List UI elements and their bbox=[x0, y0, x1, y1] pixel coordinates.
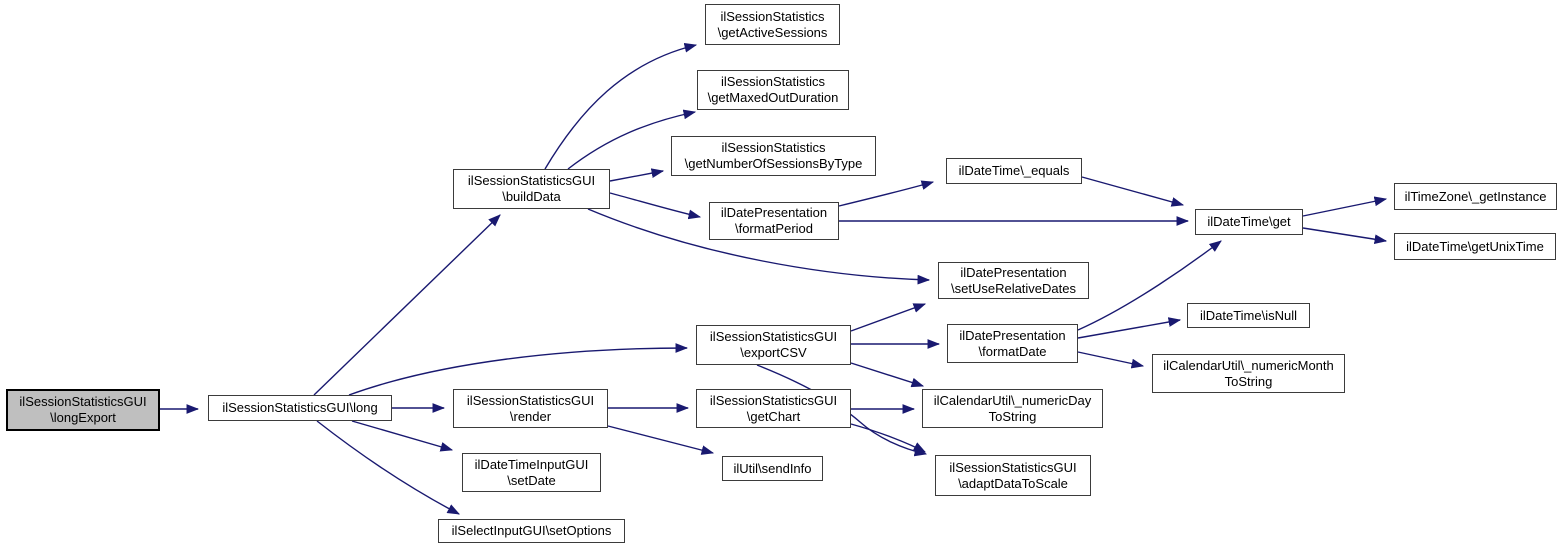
node-format-period[interactable]: ilDatePresentation \formatPeriod bbox=[709, 202, 839, 240]
node-label: ilSessionStatisticsGUI bbox=[709, 392, 838, 408]
edge-formatdate-get bbox=[1077, 240, 1222, 331]
node-label: ilSessionStatisticsGUI bbox=[19, 394, 147, 409]
edge-formatdate-isnull bbox=[1077, 317, 1182, 339]
node-label: \setDate bbox=[507, 472, 556, 488]
node-label: ilSessionStatistics bbox=[721, 140, 826, 155]
node-label: \buildData bbox=[502, 189, 561, 204]
node-label: \getMaxedOutDuration bbox=[707, 90, 839, 105]
node-label: \exportCSV bbox=[740, 345, 807, 360]
edge-get-getinstance bbox=[1302, 196, 1388, 217]
node-label: \formatPeriod bbox=[734, 221, 814, 236]
node-label: ilSessionStatisticsGUI bbox=[949, 459, 1077, 475]
edge-builddata-setuserelativedates bbox=[587, 208, 931, 285]
edge-get-getunixtime bbox=[1302, 227, 1388, 245]
node-label: ilDateTime\get bbox=[1207, 214, 1291, 229]
node-label: \getActiveSessions bbox=[717, 24, 828, 40]
edge-long-setdate bbox=[351, 420, 454, 452]
node-export-csv[interactable]: ilSessionStatisticsGUI \exportCSV bbox=[696, 325, 851, 365]
node-label: ilDatePresentation bbox=[960, 264, 1067, 280]
node-label: ilSessionStatistics bbox=[720, 8, 825, 24]
node-long[interactable]: ilSessionStatisticsGUI\long bbox=[208, 395, 392, 421]
node-get-number-of-sessions-by-type[interactable]: ilSessionStatistics \getNumberOfSessions… bbox=[671, 136, 876, 176]
edge-long-exportcsv bbox=[348, 343, 689, 396]
node-get-unix-time[interactable]: ilDateTime\getUnixTime bbox=[1394, 233, 1556, 260]
node-build-data[interactable]: ilSessionStatisticsGUI \buildData bbox=[453, 169, 610, 209]
node-label: ilSessionStatisticsGUI bbox=[467, 173, 596, 188]
node-label: ilSessionStatisticsGUI bbox=[709, 329, 838, 344]
node-label: ilUtil\sendInfo bbox=[733, 460, 812, 476]
node-label: ilDateTime\getUnixTime bbox=[1406, 238, 1544, 254]
node-render[interactable]: ilSessionStatisticsGUI \render bbox=[453, 389, 608, 428]
node-label: ToString bbox=[988, 408, 1037, 424]
node-label: ilDatePresentation bbox=[959, 327, 1066, 343]
node-label: \setUseRelativeDates bbox=[951, 280, 1076, 296]
node-adapt-data-to-scale[interactable]: ilSessionStatisticsGUI \adaptDataToScale bbox=[935, 455, 1091, 496]
edge-long-setoptions bbox=[316, 420, 460, 515]
node-get-instance[interactable]: ilTimeZone\_getInstance bbox=[1394, 183, 1557, 210]
node-label: \adaptDataToScale bbox=[958, 475, 1068, 491]
node-label: ToString bbox=[1224, 373, 1273, 389]
edge-formatdate-numericmonthtostring bbox=[1077, 351, 1145, 369]
node-numeric-month-to-string[interactable]: ilCalendarUtil\_numericMonth ToString bbox=[1152, 354, 1345, 393]
node-get-maxed-out-duration[interactable]: ilSessionStatistics \getMaxedOutDuration bbox=[697, 70, 849, 110]
node-label: ilDateTimeInputGUI bbox=[474, 456, 589, 472]
edge-getchart-adaptdatatoscale bbox=[850, 423, 926, 453]
node-label: \render bbox=[509, 408, 552, 424]
node-label: ilSelectInputGUI\setOptions bbox=[451, 523, 612, 538]
node-set-options[interactable]: ilSelectInputGUI\setOptions bbox=[438, 519, 625, 543]
node-equals[interactable]: ilDateTime\_equals bbox=[946, 158, 1082, 184]
edge-formatperiod-equals bbox=[838, 180, 935, 207]
node-label: \longExport bbox=[50, 410, 116, 425]
edge-equals-get bbox=[1081, 176, 1185, 207]
node-long-export: ilSessionStatisticsGUI \longExport bbox=[6, 389, 160, 431]
edge-long-builddata bbox=[313, 214, 501, 396]
node-label: \getChart bbox=[746, 408, 801, 424]
edge-render-sendinfo bbox=[607, 425, 715, 455]
node-set-date[interactable]: ilDateTimeInputGUI \setDate bbox=[462, 453, 601, 492]
edge-builddata-getactivesessions bbox=[544, 42, 698, 170]
node-is-null[interactable]: ilDateTime\isNull bbox=[1187, 303, 1310, 328]
node-label: ilSessionStatisticsGUI bbox=[466, 392, 595, 408]
edge-builddata-getnumberofsessionsbytype bbox=[609, 168, 665, 182]
node-label: \formatDate bbox=[978, 343, 1047, 359]
edge-builddata-getmaxedoutduration bbox=[567, 109, 697, 170]
node-get[interactable]: ilDateTime\get bbox=[1195, 209, 1303, 235]
edge-builddata-formatperiod bbox=[609, 192, 702, 220]
node-label: ilTimeZone\_getInstance bbox=[1404, 188, 1547, 204]
node-numeric-day-to-string[interactable]: ilCalendarUtil\_numericDay ToString bbox=[922, 389, 1103, 428]
node-label: ilDatePresentation bbox=[720, 205, 828, 220]
node-label: ilCalendarUtil\_numericDay bbox=[933, 392, 1092, 408]
node-label: ilDateTime\isNull bbox=[1199, 307, 1298, 323]
edge-exportcsv-adaptdatatoscale bbox=[756, 364, 928, 457]
edge-exportcsv-numericdaytostring bbox=[850, 362, 925, 388]
node-get-active-sessions[interactable]: ilSessionStatistics \getActiveSessions bbox=[705, 4, 840, 45]
node-send-info[interactable]: ilUtil\sendInfo bbox=[722, 456, 823, 481]
node-label: ilSessionStatistics bbox=[720, 74, 826, 89]
node-set-use-relative-dates[interactable]: ilDatePresentation \setUseRelativeDates bbox=[938, 262, 1089, 299]
node-label: ilSessionStatisticsGUI\long bbox=[222, 400, 378, 415]
edge-exportcsv-setuserelativedates bbox=[850, 303, 927, 332]
node-get-chart[interactable]: ilSessionStatisticsGUI \getChart bbox=[696, 389, 851, 428]
node-label: ilCalendarUtil\_numericMonth bbox=[1163, 357, 1334, 373]
node-label: ilDateTime\_equals bbox=[958, 163, 1070, 178]
node-label: \getNumberOfSessionsByType bbox=[684, 156, 863, 171]
node-format-date[interactable]: ilDatePresentation \formatDate bbox=[947, 324, 1078, 363]
